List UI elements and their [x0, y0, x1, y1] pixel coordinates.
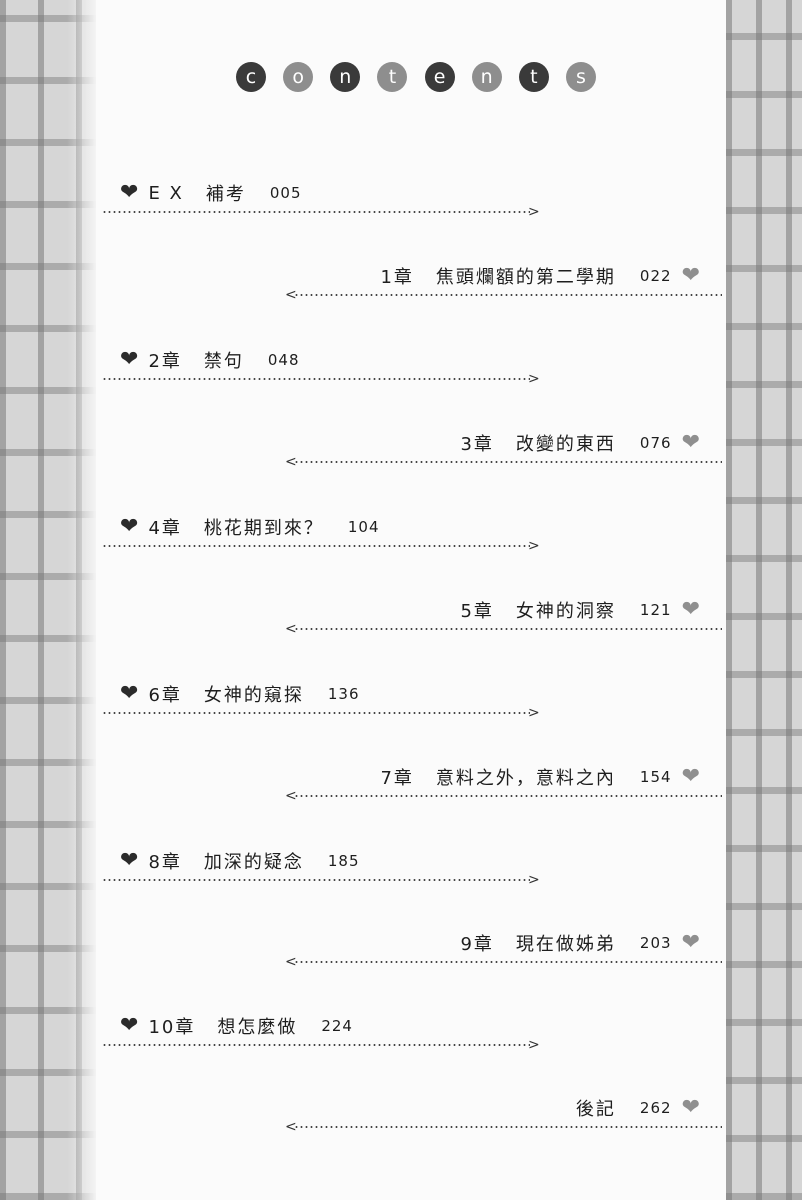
page-number: 203	[639, 934, 672, 952]
toc-entry-ex[interactable]: ❤ E X 補考 005	[120, 180, 302, 220]
chapter-title: 意料之外，意料之內	[435, 768, 616, 789]
title-bubble: n	[471, 62, 502, 92]
dotted-leader	[102, 211, 530, 213]
chapter-number: 10章	[148, 1017, 196, 1038]
dotted-leader	[102, 378, 530, 380]
toc-entry-ch1[interactable]: 1章 焦頭爛額的第二學期 022 ❤	[380, 263, 702, 303]
title-bubble: t	[377, 62, 408, 92]
toc-entry-ch4[interactable]: ❤ 4章 桃花期到來？ 104	[120, 514, 380, 554]
chapter-number: 6章	[148, 685, 182, 706]
toc-entry-afterword[interactable]: 後記 262 ❤	[576, 1095, 702, 1135]
chapter-number: 3章	[460, 434, 494, 455]
dotted-leader	[294, 961, 722, 963]
heart-icon: ❤	[681, 930, 702, 955]
chapter-number: 5章	[460, 601, 494, 622]
toc-entry-ch8[interactable]: ❤ 8章 加深的疑念 185	[120, 848, 360, 888]
page-number: 262	[639, 1099, 672, 1117]
chapter-title: 現在做姊弟	[515, 934, 616, 955]
page-number: 224	[321, 1017, 353, 1035]
chapter-title: 女神的洞察	[515, 601, 616, 622]
chapter-title: 改變的東西	[515, 434, 616, 455]
title-bubble: o	[283, 62, 314, 92]
chapter-number: 8章	[148, 852, 182, 873]
title-bubble: e	[424, 62, 455, 92]
heart-icon: ❤	[681, 764, 702, 789]
heart-icon: ❤	[681, 263, 702, 288]
page-number: 104	[347, 518, 380, 536]
toc-entry-ch9[interactable]: 9章 現在做姊弟 203 ❤	[460, 930, 702, 970]
title-bubble: n	[330, 62, 361, 92]
heart-icon: ❤	[120, 848, 141, 873]
heart-icon: ❤	[120, 180, 141, 205]
toc-entry-ch7[interactable]: 7章 意料之外，意料之內 154 ❤	[380, 764, 702, 804]
toc-entry-ch6[interactable]: ❤ 6章 女神的窺探 136	[120, 681, 360, 721]
title-bubble: s	[565, 62, 596, 92]
dotted-leader	[294, 628, 722, 630]
arrow-left-icon: <	[285, 621, 297, 637]
chapter-number: E X	[148, 182, 184, 204]
chapter-title: 焦頭爛額的第二學期	[435, 267, 616, 288]
dotted-leader	[294, 294, 722, 296]
chapter-number: 7章	[380, 768, 414, 789]
dotted-leader	[294, 795, 722, 797]
arrow-right-icon: >	[528, 538, 540, 554]
arrow-right-icon: >	[528, 204, 540, 220]
page-number: 005	[269, 184, 302, 202]
background-window-right	[726, 0, 802, 1200]
page-number: 048	[267, 351, 300, 369]
chapter-title: 女神的窺探	[203, 685, 304, 706]
title-bubble: t	[518, 62, 549, 92]
chapter-title: 想怎麼做	[217, 1017, 298, 1038]
dotted-leader	[102, 712, 530, 714]
page-number: 076	[639, 434, 672, 452]
chapter-number: 9章	[460, 934, 494, 955]
arrow-left-icon: <	[285, 454, 297, 470]
title-bubble: c	[236, 62, 266, 92]
chapter-title: 後記	[575, 1099, 616, 1120]
contents-title: c o n t e n t s	[236, 62, 596, 106]
arrow-left-icon: <	[285, 1119, 297, 1135]
heart-icon: ❤	[681, 597, 702, 622]
arrow-right-icon: >	[528, 371, 540, 387]
page-number: 154	[639, 768, 672, 786]
toc-entry-ch10[interactable]: ❤ 10章 想怎麼做 224	[120, 1013, 353, 1053]
chapter-title: 桃花期到來？	[203, 518, 324, 539]
background-window-left	[0, 0, 96, 1200]
dotted-leader	[102, 545, 530, 547]
chapter-title: 禁句	[203, 351, 244, 372]
toc-entry-ch3[interactable]: 3章 改變的東西 076 ❤	[460, 430, 702, 470]
chapter-title: 加深的疑念	[203, 852, 304, 873]
dotted-leader	[102, 1044, 530, 1046]
heart-icon: ❤	[681, 430, 702, 455]
heart-icon: ❤	[120, 681, 141, 706]
toc-entry-ch2[interactable]: ❤ 2章 禁句 048	[120, 347, 300, 387]
page-number: 185	[327, 852, 360, 870]
chapter-number: 4章	[148, 518, 182, 539]
arrow-left-icon: <	[285, 287, 297, 303]
heart-icon: ❤	[120, 514, 141, 539]
arrow-left-icon: <	[285, 954, 297, 970]
heart-icon: ❤	[120, 1013, 141, 1038]
page-number: 022	[639, 267, 672, 285]
dotted-leader	[294, 1126, 722, 1128]
arrow-left-icon: <	[285, 788, 297, 804]
arrow-right-icon: >	[528, 705, 540, 721]
page-number: 136	[327, 685, 360, 703]
arrow-right-icon: >	[528, 872, 540, 888]
page-number: 121	[639, 601, 672, 619]
dotted-leader	[102, 879, 530, 881]
chapter-number: 1章	[380, 267, 414, 288]
dotted-leader	[294, 461, 722, 463]
heart-icon: ❤	[120, 347, 141, 372]
toc-entry-ch5[interactable]: 5章 女神的洞察 121 ❤	[460, 597, 702, 637]
arrow-right-icon: >	[528, 1037, 540, 1053]
chapter-title: 補考	[205, 184, 246, 205]
contents-panel	[96, 0, 726, 1200]
chapter-number: 2章	[148, 351, 182, 372]
heart-icon: ❤	[681, 1095, 702, 1120]
